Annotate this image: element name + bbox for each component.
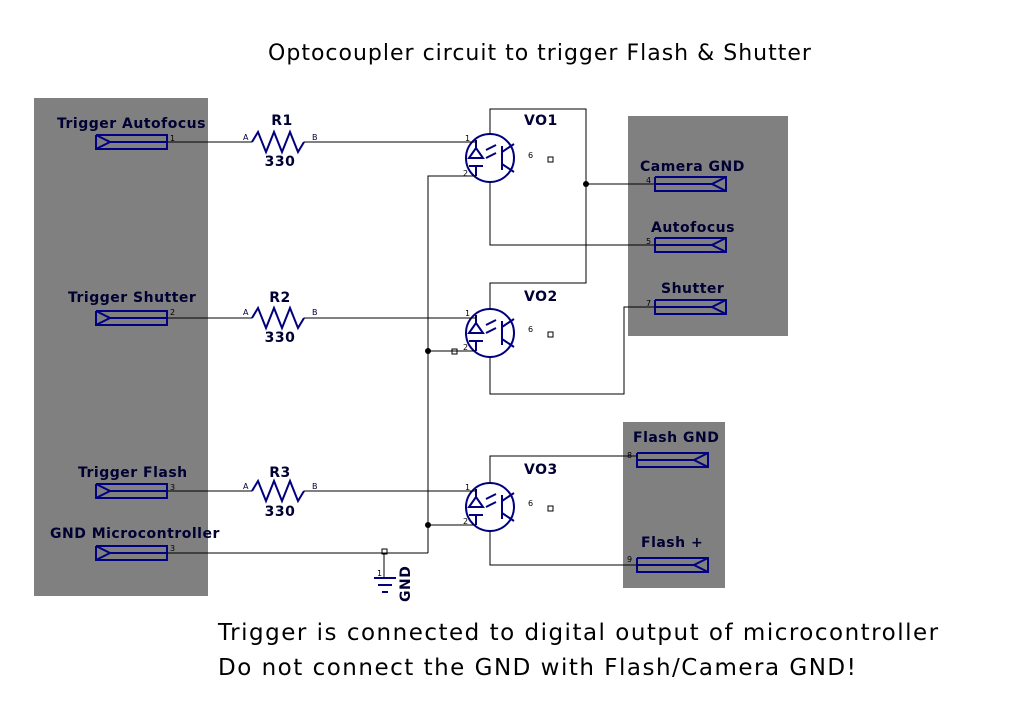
optocoupler-vo2: VO2 1 2 6 [463,289,558,358]
input-connector-shutter: Trigger Shutter 2 [68,290,196,326]
optocoupler-name: VO3 [524,462,558,478]
input-pin: 1 [170,134,175,143]
camera-connector-autofocus: Autofocus 5 [646,220,735,253]
junction-dot [583,181,589,187]
opto-pin: 1 [465,134,470,143]
resistor-name: R1 [271,113,293,129]
camera-pin: 4 [646,176,651,185]
camera-pin: 7 [646,299,651,308]
camera-label: Shutter [661,281,724,297]
ground-symbol: 1 GND [374,566,414,602]
opto-pin: 6 [528,151,533,160]
resistor-value: 330 [265,504,296,520]
resistor-pin-a: A [243,133,249,142]
microcontroller-panel [34,98,208,596]
resistor-value: 330 [265,330,296,346]
input-label: GND Microcontroller [50,526,220,542]
opto-pin: 2 [463,343,468,352]
wires [167,108,655,572]
opto-pin: 6 [528,499,533,508]
camera-label: Camera GND [640,159,745,175]
opto-pin: 6 [528,325,533,334]
resistor-pin-b: B [312,482,318,491]
resistor-name: R3 [269,465,291,481]
camera-connector-gnd: Camera GND 4 [640,159,745,192]
diagram-title: Optocoupler circuit to trigger Flash & S… [268,41,812,66]
junction-dot [425,348,431,354]
opto-pin: 2 [463,517,468,526]
optocoupler-name: VO2 [524,289,558,305]
optocoupler-vo1: VO1 1 2 6 [463,113,558,183]
input-label: Trigger Autofocus [57,116,206,132]
resistor-pin-b: B [312,133,318,142]
input-connector-autofocus: Trigger Autofocus 1 [57,116,206,150]
camera-label: Autofocus [651,220,735,236]
resistor-pin-a: A [243,308,249,317]
input-connector-flash: Trigger Flash 3 [78,465,188,499]
note-line-1: Trigger is connected to digital output o… [217,620,940,646]
input-connector-gnd: GND Microcontroller 3 [50,526,220,561]
opto-pin: 2 [463,169,468,178]
camera-connector-shutter: Shutter 7 [646,281,727,315]
ground-label: GND [398,566,414,602]
ground-pin: 1 [377,569,382,578]
input-pin: 3 [170,483,175,492]
opto-pin: 1 [465,483,470,492]
resistor-r3: R3 330 A B [243,465,318,520]
resistor-r1: R1 330 A B [243,113,318,170]
input-label: Trigger Flash [78,465,188,481]
input-pin: 2 [170,308,175,317]
flash-panel [623,422,725,588]
resistor-name: R2 [269,290,291,306]
camera-pin: 5 [646,237,651,246]
input-pin: 3 [170,544,175,553]
optocoupler-name: VO1 [524,113,558,129]
resistor-r2: R2 330 A B [243,290,318,346]
flash-label: Flash GND [633,430,719,446]
flash-pin: 9 [627,555,632,564]
flash-label: Flash + [641,535,703,551]
flash-connector-plus: Flash + 9 [627,535,709,573]
junction-dot [425,522,431,528]
resistor-value: 330 [265,154,296,170]
resistor-pin-b: B [312,308,318,317]
note-line-2: Do not connect the GND with Flash/Camera… [218,655,857,681]
opto-pin: 1 [465,309,470,318]
optocoupler-vo3: VO3 1 2 6 [463,462,558,532]
input-label: Trigger Shutter [68,290,196,306]
resistor-pin-a: A [243,482,249,491]
